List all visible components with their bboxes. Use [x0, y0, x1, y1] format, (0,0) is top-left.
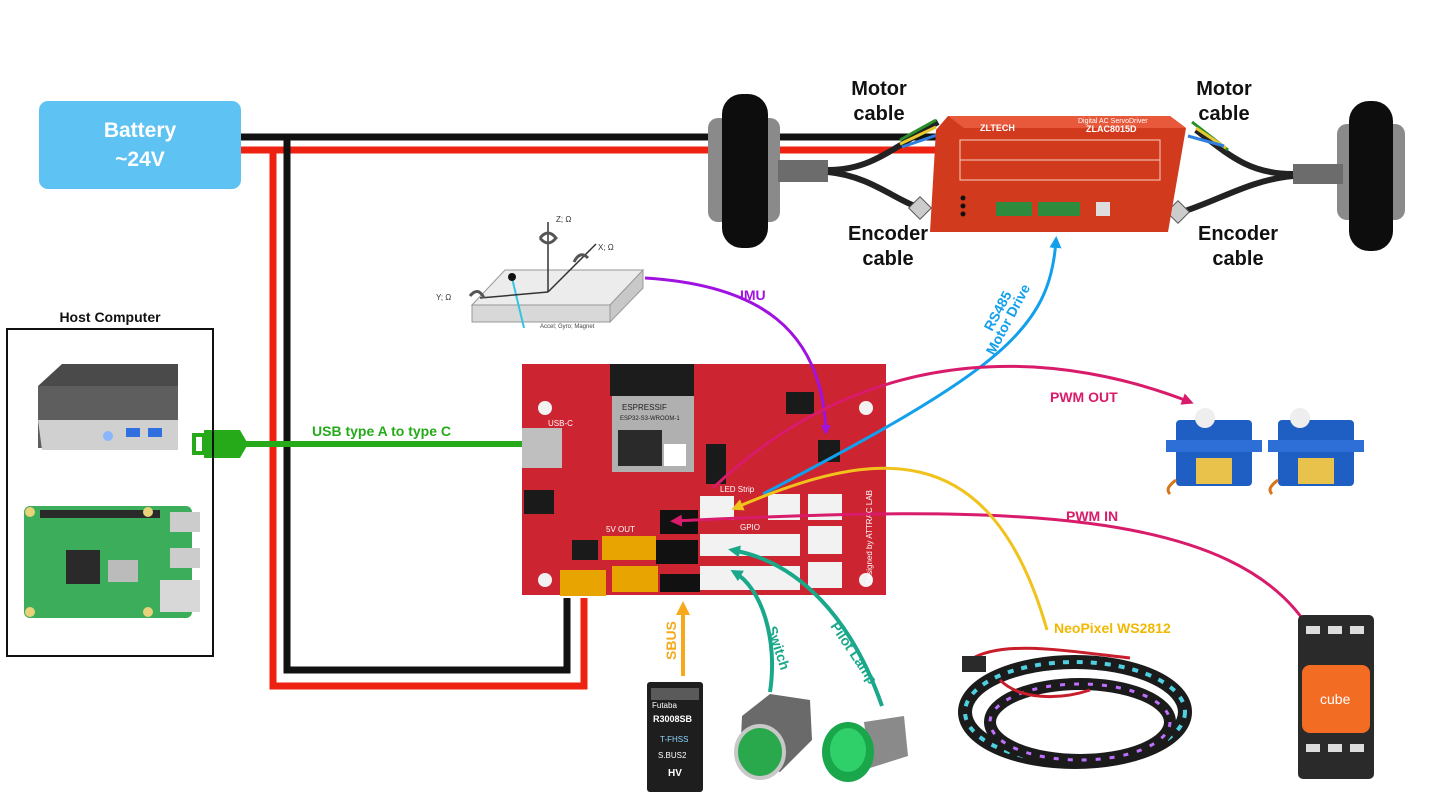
- imu-y-axis: Y; Ω: [436, 293, 451, 302]
- receiver-sbus: S.BUS2: [658, 751, 687, 760]
- usb-link-label: USB type A to type C: [312, 423, 451, 439]
- encoder-cable-left-label: Encoder cable: [847, 223, 929, 270]
- motor-cable-right-label: Motor cable: [1196, 78, 1252, 125]
- receiver-feature: T-FHSS: [660, 735, 688, 744]
- imu-caption: Accel; Gyro; Magnet: [540, 324, 595, 330]
- board-5v-label: 5V OUT: [606, 525, 635, 534]
- receiver-model: R3008SB: [653, 714, 693, 724]
- imu-link-label: IMU: [740, 287, 766, 303]
- switch-label: Switch: [764, 624, 793, 672]
- servo-driver-model: ZLAC8015D: [1086, 124, 1137, 134]
- board-gpio-label: GPIO: [740, 523, 760, 532]
- switch-link-line: [730, 570, 775, 693]
- imu-link-line: [644, 276, 831, 435]
- board-led-strip-label: LED Strip: [720, 485, 755, 494]
- board-designed-label: Designed by ATTRAC LAB: [865, 490, 874, 585]
- neopixel-label: NeoPixel WS2812: [1054, 620, 1171, 636]
- pwm-in-label: PWM IN: [1066, 508, 1118, 524]
- imu-z-axis: Z; Ω: [556, 215, 571, 224]
- cube-label: cube: [1320, 691, 1351, 707]
- pilot-lamp-label: Pilot Lamp: [828, 619, 881, 687]
- battery-box: Battery ~24V: [39, 101, 241, 189]
- host-computer-title: Host Computer: [59, 309, 161, 325]
- push-switch: [734, 694, 812, 780]
- servo-1: [1166, 408, 1262, 496]
- motor-cables: [827, 118, 1294, 225]
- mini-pc: [38, 364, 178, 450]
- servo-driver-subtitle: Digital AC ServoDriver: [1078, 118, 1148, 125]
- right-wheel: [1293, 101, 1405, 251]
- control-board: ESPRESSIF ESP32-S3-WROOM-1 USB-C LED Str…: [522, 364, 886, 596]
- raspberry-pi: [24, 506, 200, 618]
- board-module-label: ESP32-S3-WROOM-1: [620, 416, 680, 422]
- connection-lines: [230, 236, 1315, 707]
- encoder-cable-right-label: Encoder cable: [1197, 223, 1279, 270]
- pwm-out-link-line: [711, 364, 1194, 490]
- host-computer-box: [6, 328, 214, 657]
- cube-flight-controller: cube: [1298, 615, 1374, 779]
- neopixel-link-line: [731, 466, 1049, 631]
- pilot-lamp-link-line: [728, 545, 884, 707]
- pwm-out-label: PWM OUT: [1050, 389, 1118, 405]
- pilot-lamp: [822, 716, 908, 782]
- receiver-brand: Futaba: [652, 701, 677, 710]
- servo-driver-brand: ZLTECH: [980, 123, 1015, 133]
- sbus-receiver: Futaba R3008SB T-FHSS S.BUS2 HV: [647, 682, 703, 792]
- servo-driver: ZLTECH Digital AC ServoDriver ZLAC8015D: [930, 116, 1186, 232]
- battery-voltage: ~24V: [115, 148, 165, 171]
- board-usb-label: USB-C: [548, 419, 573, 428]
- servo-2: [1268, 408, 1364, 496]
- sbus-label: SBUS: [663, 621, 679, 660]
- imu-x-axis: X; Ω: [598, 243, 614, 252]
- imu-diagram: Z; Ω X; Ω Y; Ω Accel; Gyro; Magnet: [436, 215, 645, 330]
- pwm-in-link-line: [670, 512, 1315, 636]
- rs485-link-line: [762, 236, 1062, 496]
- receiver-hv: HV: [668, 768, 682, 779]
- neopixel-strip: [958, 646, 1192, 769]
- battery-label: Battery: [103, 119, 177, 142]
- motor-cable-left-label: Motor cable: [851, 78, 907, 125]
- left-wheel: [708, 94, 828, 248]
- usb-plug: [192, 430, 248, 458]
- power-wires: [241, 133, 940, 690]
- board-chip-label: ESPRESSIF: [622, 403, 667, 412]
